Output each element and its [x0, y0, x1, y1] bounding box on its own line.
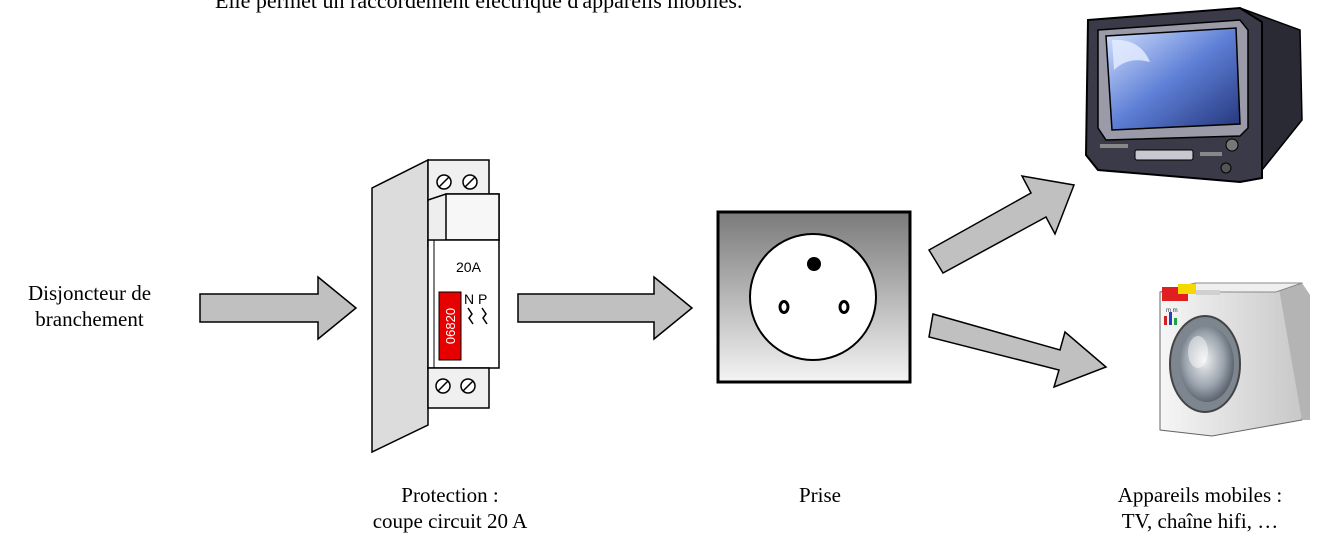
source-label-line2: branchement [35, 307, 144, 331]
fuse-rating: 20A [456, 259, 482, 275]
arrow-to-washer [928, 313, 1108, 389]
source-label: Disjoncteur de branchement [2, 280, 177, 332]
washing-machine-icon: m m [1159, 282, 1310, 437]
protection-label-line1: Protection : [401, 483, 499, 507]
protection-label-line2: coupe circuit 20 A [372, 509, 528, 533]
arrow-to-protection [199, 275, 358, 341]
devices-label-line2: TV, chaîne hifi, … [1121, 509, 1279, 533]
fuse-holder-icon: 06820 [371, 158, 500, 454]
intro-text: Elle permet un raccordement électrique d… [215, 0, 743, 13]
socket-icon [716, 210, 912, 384]
tv-icon [1084, 6, 1303, 184]
svg-text:m m: m m [1166, 308, 1178, 314]
arrow-to-socket [517, 275, 694, 341]
devices-label: Appareils mobiles : TV, chaîne hifi, … [1085, 482, 1315, 534]
source-label-line1: Disjoncteur de [27, 281, 152, 305]
arrow-to-tv [927, 175, 1076, 275]
socket-label: Prise [799, 483, 841, 507]
devices-label-line1: Appareils mobiles : [1117, 483, 1283, 507]
protection-label: Protection : coupe circuit 20 A [350, 482, 550, 534]
fuse-poles: N P [464, 291, 487, 307]
fuse-code: 06820 [443, 308, 458, 344]
